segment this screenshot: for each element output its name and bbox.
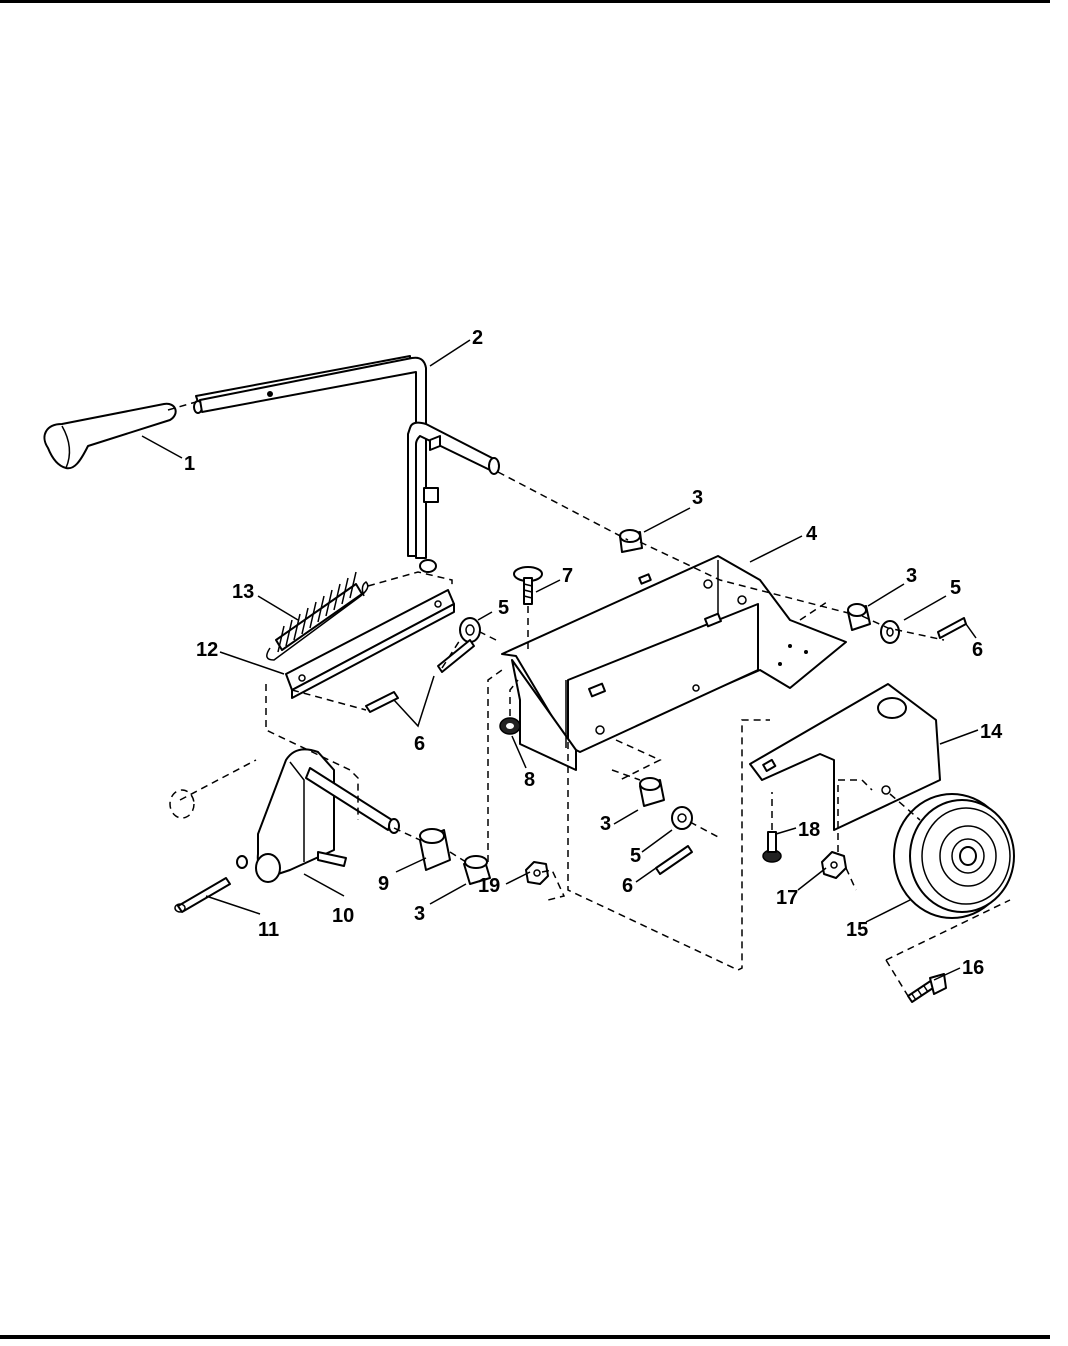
- part-handle-grip: [43, 402, 177, 470]
- callout-14: 14: [980, 721, 1003, 743]
- callout-6-right: 6: [972, 639, 983, 661]
- part-nut-19: [525, 861, 549, 885]
- callout-labels: 1 2 3 3 3 3 4 5 5 5 6 6 6 7 8 9 10 11 12…: [184, 327, 1003, 979]
- callout-3-lower-mid: 3: [600, 813, 611, 835]
- part-carriage-bolt: [513, 566, 543, 605]
- callout-17: 17: [776, 887, 798, 909]
- callout-5-left: 5: [498, 597, 509, 619]
- callout-4: 4: [806, 523, 818, 545]
- leader-lines: [141, 339, 979, 981]
- callout-15: 15: [846, 919, 868, 941]
- part-spacer: [419, 828, 451, 871]
- part-nut-17: [821, 851, 847, 879]
- part-bushing-lower-mid: [639, 777, 665, 807]
- part-washer-right: [880, 620, 900, 644]
- callout-2: 2: [472, 327, 483, 349]
- part-flat-bar: [285, 589, 455, 699]
- callout-19: 19: [478, 875, 500, 897]
- part-pivot-plate: [236, 748, 400, 883]
- part-idler-bracket: [749, 683, 941, 831]
- part-bushing-top: [619, 529, 643, 553]
- callout-3-lower-left: 3: [414, 903, 425, 925]
- callout-18: 18: [798, 819, 820, 841]
- part-washer-left: [459, 617, 481, 643]
- callout-11: 11: [258, 919, 279, 941]
- callout-3-right: 3: [906, 565, 917, 587]
- callout-5-right: 5: [950, 577, 961, 599]
- part-pin-left-upper: [437, 639, 475, 673]
- callout-5-mid: 5: [630, 845, 641, 867]
- part-nut-8: [499, 717, 521, 735]
- assembly-guide-lines: [167, 401, 1011, 997]
- part-pin-left-lower: [365, 691, 399, 713]
- callout-10: 10: [332, 905, 354, 927]
- part-bolt-18: [762, 831, 782, 863]
- part-link-rod: [169, 759, 257, 819]
- callout-6-left: 6: [414, 733, 425, 755]
- callout-3-top: 3: [692, 487, 703, 509]
- callout-8: 8: [524, 769, 535, 791]
- part-cotter-pin: [174, 877, 231, 913]
- part-washer-lower-mid: [671, 806, 693, 830]
- part-main-bracket: [501, 555, 847, 771]
- part-bushing-right: [847, 603, 871, 631]
- part-pin-lower-mid: [655, 845, 693, 875]
- callout-12: 12: [196, 639, 218, 661]
- callout-1: 1: [184, 453, 195, 475]
- callout-6-mid: 6: [622, 875, 633, 897]
- callout-7: 7: [562, 565, 573, 587]
- part-pulley: [893, 793, 1015, 919]
- part-pin-right: [937, 617, 967, 639]
- top-rule: [0, 0, 1050, 3]
- part-bolt-16: [907, 973, 947, 1003]
- callout-13: 13: [232, 581, 254, 603]
- callout-16: 16: [962, 957, 984, 979]
- bottom-rule: [0, 1335, 1050, 1339]
- callout-9: 9: [378, 873, 389, 895]
- part-control-rod: [193, 355, 500, 573]
- part-spring: [266, 571, 369, 661]
